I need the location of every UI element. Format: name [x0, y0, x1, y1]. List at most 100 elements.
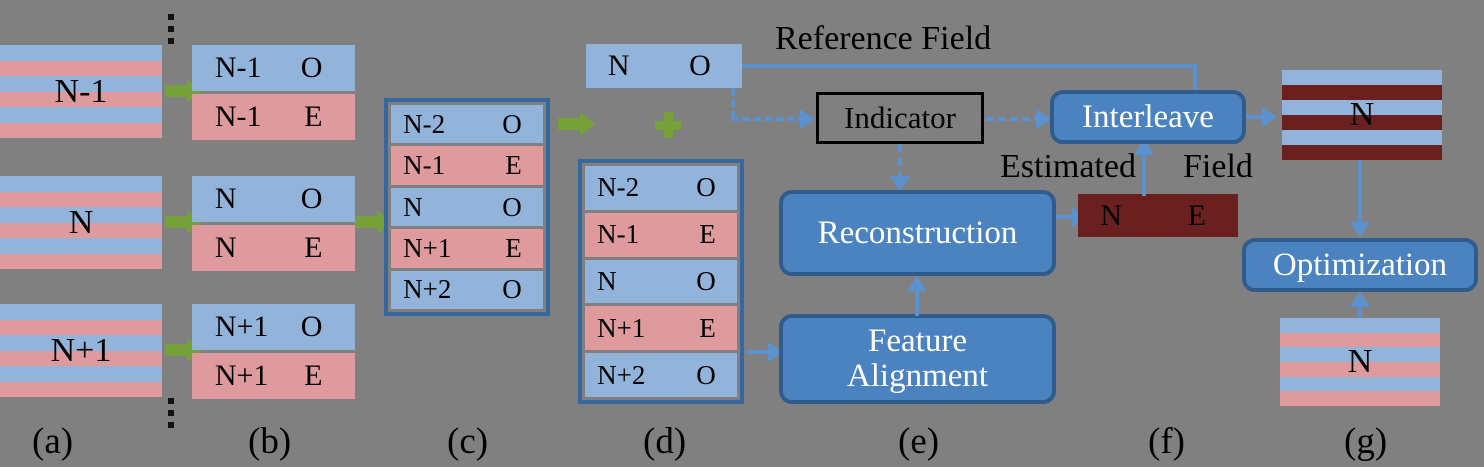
- stripe: [1280, 376, 1440, 392]
- stripe: [1280, 391, 1440, 407]
- slice-parity: O: [696, 359, 716, 390]
- slice-parity: O: [502, 274, 522, 305]
- panel-a-volume-n-plus-1: N+1: [0, 304, 162, 397]
- slice-index: N+1: [597, 312, 646, 343]
- connector-reference-field-horizontal: [742, 64, 1197, 68]
- caption-a: (a): [32, 421, 74, 462]
- caption-c: (c): [447, 421, 489, 462]
- stripe: [1280, 347, 1440, 363]
- indicator-box[interactable]: Indicator: [816, 92, 984, 144]
- reference-field-label: Reference Field: [775, 20, 992, 57]
- slice-parity: O: [696, 265, 716, 296]
- stripe: [0, 253, 162, 269]
- panel-g-final-volume: N: [1280, 318, 1440, 407]
- slice-parity: O: [689, 49, 711, 82]
- slice-index: N: [607, 49, 630, 82]
- slice-index: N+1: [214, 359, 269, 392]
- interleave-box[interactable]: Interleave: [1050, 90, 1246, 144]
- slice-index: N-2: [403, 108, 446, 139]
- stripe: [1282, 70, 1442, 85]
- reconstruction-box[interactable]: Reconstruction: [779, 190, 1056, 276]
- slice-index: N-2: [597, 172, 640, 203]
- feature-alignment-box[interactable]: Feature Alignment: [779, 314, 1056, 404]
- volume-label: N: [1349, 96, 1375, 133]
- stripe: [1282, 145, 1442, 160]
- arrow-icon-volume-to-optimization: [1350, 222, 1370, 237]
- slice-index: N+2: [597, 359, 646, 390]
- feature-alignment-label-line1: Feature: [868, 323, 967, 360]
- panel-b-slice-n-plus-1-even: N+1 E: [192, 353, 355, 399]
- arrow-icon-feature-to-reconstruction: [907, 276, 927, 291]
- slice-parity: E: [1187, 198, 1206, 232]
- panel-d-row: N-2 O: [585, 166, 737, 210]
- panel-a-volume-n-minus-1: N-1: [0, 45, 162, 138]
- slice-parity: O: [502, 191, 522, 222]
- vertical-ellipsis-icon-top: [168, 14, 174, 44]
- slice-index: N: [214, 182, 237, 215]
- caption-f: (f): [1148, 421, 1185, 462]
- arrow-icon-indicator-to-reconstruction: [890, 176, 910, 191]
- connector-reference-field-vertical: [1193, 64, 1197, 92]
- stripe: [0, 122, 162, 138]
- panel-g-interleaved-volume: N: [1282, 70, 1442, 160]
- slice-index: N: [597, 265, 617, 296]
- stripe: [0, 45, 162, 61]
- stripe: [0, 335, 162, 351]
- slice-parity: E: [699, 219, 716, 250]
- slice-index: N+2: [403, 274, 452, 305]
- stripe: [0, 207, 162, 223]
- slice-parity: O: [300, 51, 323, 84]
- slice-index: N+1: [214, 310, 269, 343]
- connector-d-to-feature-alignment: [746, 350, 770, 354]
- stripe: [0, 381, 162, 397]
- connector-slice-to-indicator-vertical: [731, 88, 735, 119]
- slice-parity: E: [505, 232, 522, 263]
- panel-c-row: N+2 O: [391, 270, 543, 310]
- slice-parity: E: [304, 231, 323, 264]
- stripe: [0, 366, 162, 382]
- panel-b-slice-n-plus-1-odd: N+1 O: [192, 304, 355, 350]
- vertical-ellipsis-icon-bottom: [168, 398, 174, 428]
- slice-index: N-1: [403, 150, 446, 181]
- volume-label: N: [68, 203, 94, 241]
- caption-g: (g): [1344, 421, 1388, 462]
- optimization-box[interactable]: Optimization: [1242, 238, 1478, 292]
- panel-c-row: N O: [391, 187, 543, 227]
- panel-c-row: N+1 E: [391, 229, 543, 268]
- panel-a-volume-n: N: [0, 176, 162, 269]
- interleave-label: Interleave: [1082, 98, 1214, 135]
- stripe: [1282, 100, 1442, 115]
- slice-parity: O: [300, 182, 323, 215]
- connector-interleave-to-volume: [1246, 115, 1266, 119]
- stripe: [0, 60, 162, 76]
- indicator-label: Indicator: [844, 100, 956, 135]
- stripe: [1280, 332, 1440, 348]
- connector-final-volume-to-optimization: [1358, 304, 1362, 326]
- arrow-icon-to-indicator: [800, 109, 815, 129]
- slice-parity: E: [699, 312, 716, 343]
- connector-estimated-to-interleave: [1142, 152, 1146, 196]
- slice-index: N-1: [214, 51, 262, 84]
- stripe: [1282, 115, 1442, 130]
- arrow-right-icon-c-to-d: [558, 112, 598, 136]
- stripe: [1280, 318, 1440, 333]
- slice-index: N-1: [214, 100, 262, 133]
- volume-label: N+1: [50, 331, 112, 369]
- arrow-icon-indicator-to-interleave: [1036, 109, 1051, 129]
- panel-d-stack: N-2 O N-1 E N O N+1 E N+2 O: [578, 159, 744, 404]
- panel-c-stack: N-2 O N-1 E N O N+1 E N+2 O: [384, 98, 550, 316]
- slice-parity: O: [502, 108, 522, 139]
- slice-index: N: [403, 191, 423, 222]
- optimization-label: Optimization: [1272, 246, 1448, 283]
- panel-e-reference-slice: N O: [586, 44, 742, 88]
- stripe: [0, 176, 162, 192]
- slice-parity: E: [304, 359, 323, 392]
- slice-index: N: [214, 231, 237, 264]
- panel-b-slice-n-even: N E: [192, 225, 355, 271]
- panel-f-estimated-slice: N E: [1078, 194, 1238, 237]
- slice-parity: O: [300, 310, 323, 343]
- stripe: [0, 91, 162, 107]
- panel-b-slice-n-minus-1-even: N-1 E: [192, 94, 355, 140]
- stripe: [0, 76, 162, 92]
